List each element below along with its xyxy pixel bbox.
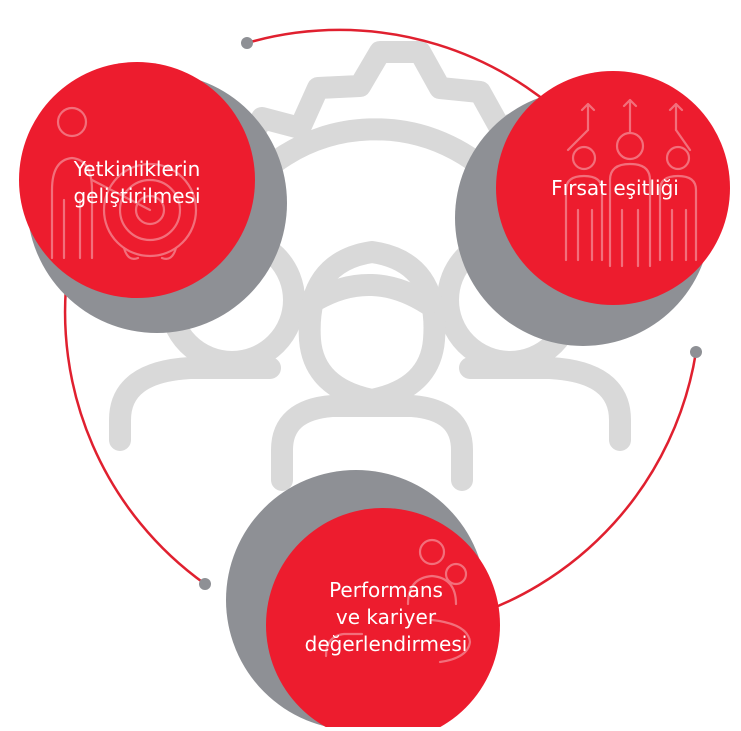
ring-markers bbox=[199, 37, 702, 590]
label-line: Yetkinliklerin bbox=[73, 157, 201, 181]
marker-dot bbox=[241, 37, 253, 49]
node-circle bbox=[266, 508, 500, 731]
node-label-equality: Fırsat eşitliği bbox=[520, 170, 710, 206]
node-performance bbox=[226, 470, 500, 731]
node-competency bbox=[19, 62, 287, 333]
node-label-competency: Yetkinliklerin geliştirilmesi bbox=[32, 148, 242, 218]
ring-segment-right bbox=[451, 351, 698, 624]
label-line: geliştirilmesi bbox=[73, 184, 201, 208]
people-evaluation-icon bbox=[324, 538, 472, 664]
label-line: Fırsat eşitliği bbox=[551, 175, 679, 200]
person-target-icon bbox=[50, 106, 198, 260]
label-line: Performans bbox=[329, 577, 443, 602]
node-equality bbox=[455, 71, 730, 346]
label-line: ve kariyer bbox=[335, 604, 437, 629]
ring-segment-left bbox=[63, 267, 206, 586]
group-arrows-up-icon bbox=[564, 98, 698, 268]
marker-dot bbox=[690, 346, 702, 358]
node-label-performance: Performans ve kariyer değerlendirmesi bbox=[286, 568, 486, 666]
node-circle bbox=[19, 62, 255, 298]
marker-dot bbox=[199, 578, 211, 590]
label-line: değerlendirmesi bbox=[304, 631, 468, 656]
